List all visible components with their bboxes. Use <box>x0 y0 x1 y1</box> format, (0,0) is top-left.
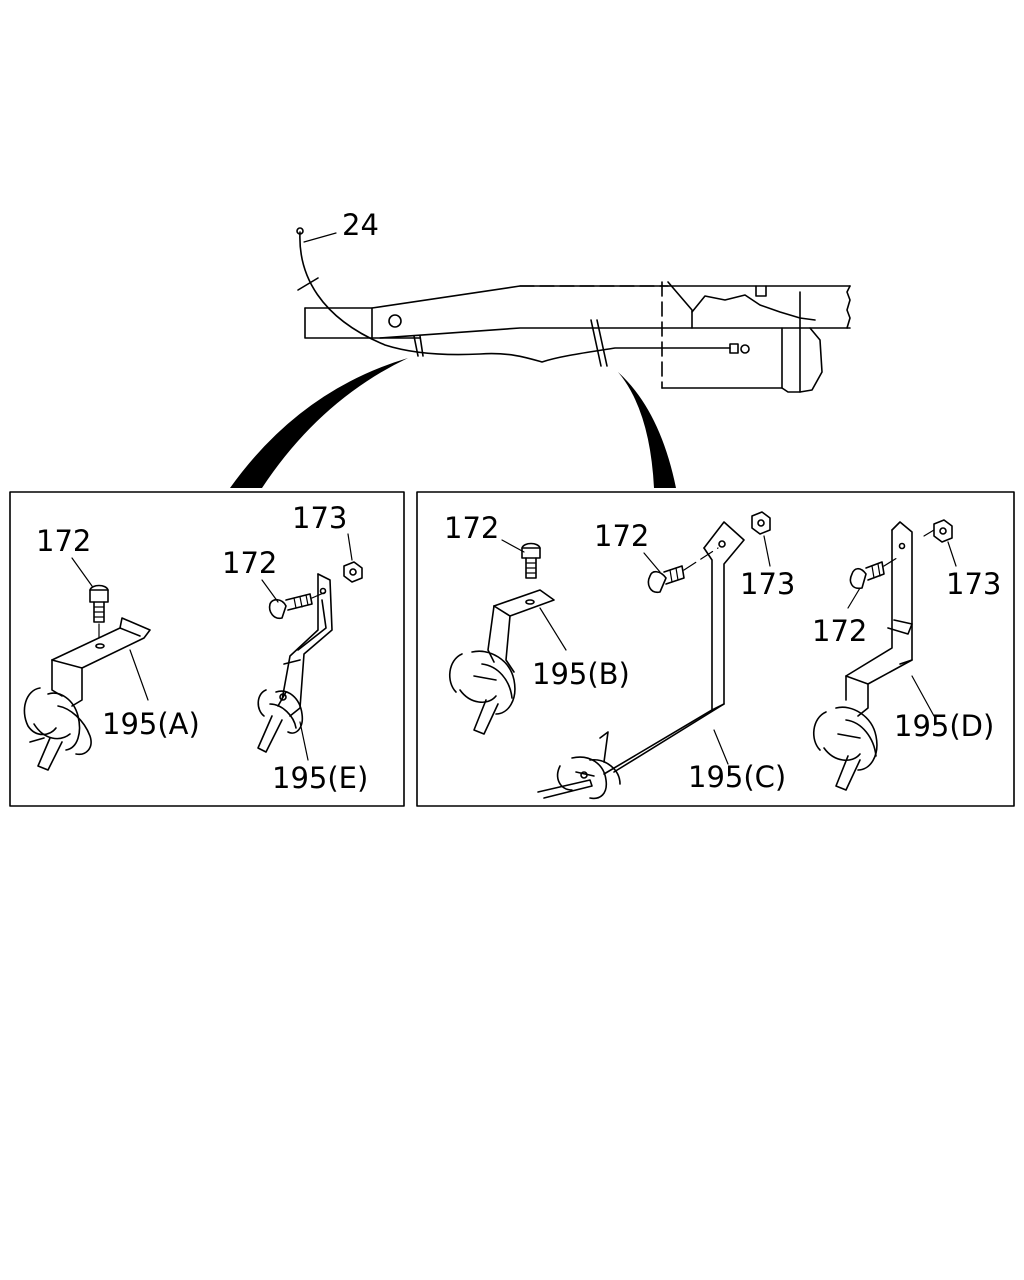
detail-pointer-left <box>230 358 408 488</box>
bracket-195c-group <box>537 511 771 800</box>
label-bracket-a: 195(A) <box>102 707 200 741</box>
bracket-195d-group <box>813 519 957 791</box>
detail-panel-left <box>9 491 405 807</box>
label-nut-e: 173 <box>292 501 347 535</box>
bracket-195b-group <box>449 539 567 735</box>
bracket-195e-group <box>257 533 363 761</box>
label-cable: 24 <box>342 208 379 242</box>
label-bracket-b: 195(B) <box>532 657 630 691</box>
bracket-195a-group <box>23 584 151 771</box>
label-bolt-c: 172 <box>594 519 649 553</box>
label-bolt-b: 172 <box>444 511 499 545</box>
label-bracket-e: 195(E) <box>272 761 368 795</box>
label-bolt-a: 172 <box>36 524 91 558</box>
label-bracket-c: 195(C) <box>688 760 786 794</box>
detail-pointer-right <box>618 372 676 488</box>
label-nut-d: 173 <box>946 567 1001 601</box>
frame-rail-assembly <box>304 281 851 393</box>
label-nut-c: 173 <box>740 567 795 601</box>
detail-panel-right <box>416 491 1015 807</box>
label-bracket-d: 195(D) <box>894 709 994 743</box>
label-bolt-d: 172 <box>812 614 867 648</box>
parking-brake-cable <box>296 227 750 367</box>
label-bolt-e: 172 <box>222 546 277 580</box>
